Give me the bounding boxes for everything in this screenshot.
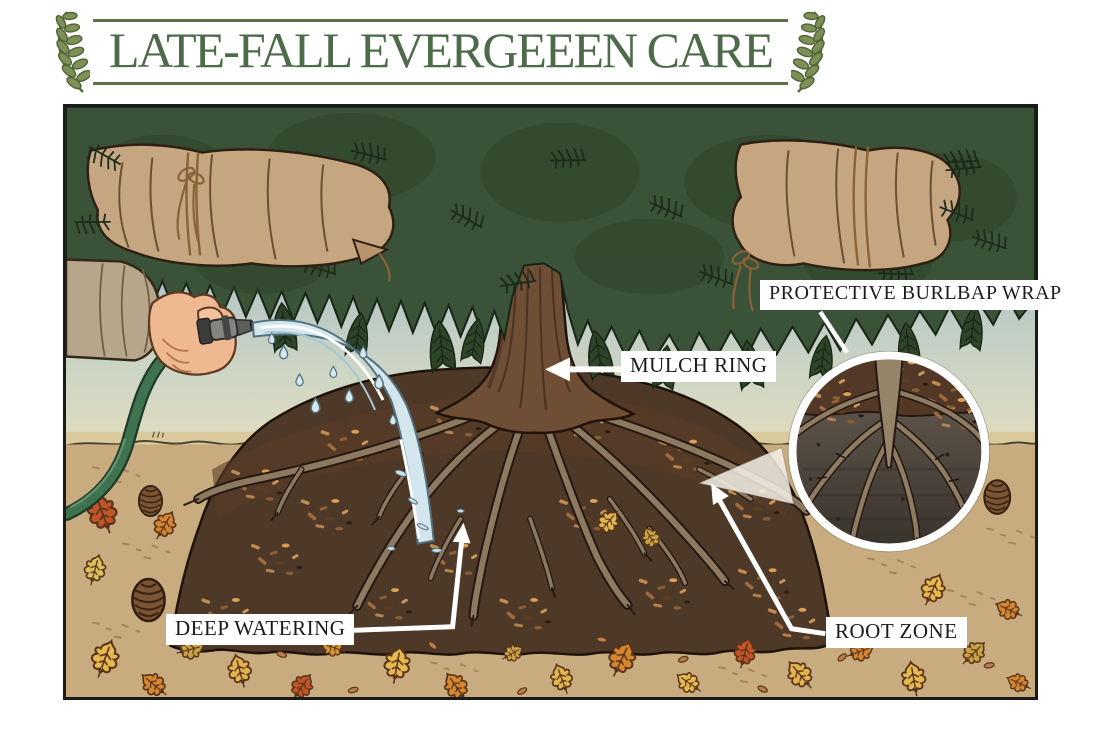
callout-burlap-wrap: PROTECTIVE BURLBAP WRAP [760,280,1071,310]
callout-root-zone: ROOT ZONE [826,617,967,649]
burlap-tie-left [176,166,205,242]
page-title: LATE-FALL EVERGEEEN CARE [109,22,774,78]
sleeve [66,258,162,362]
callout-deep-watering: DEEP WATERING [166,614,355,646]
page-header: LATE-FALL EVERGEEEN CARE [43,10,838,94]
laurel-left-icon [55,11,90,93]
title-band: LATE-FALL EVERGEEEN CARE [93,19,789,85]
magnifier-wedge [697,446,795,505]
root-system [183,402,820,627]
callout-mulch-ring: MULCH RING [621,351,777,383]
water-stream [251,319,465,553]
burlap-tie-right [731,250,760,312]
laurel-right-icon [791,11,826,93]
callout-arrows [343,310,850,637]
burlap-wrap-right [731,139,984,312]
illustration-frame [63,104,1038,700]
evergreen-care-illustration [66,107,1035,697]
hose-nozzle [196,315,255,345]
burlap-wrap-left [72,141,395,282]
magnifier-circle [787,350,991,553]
